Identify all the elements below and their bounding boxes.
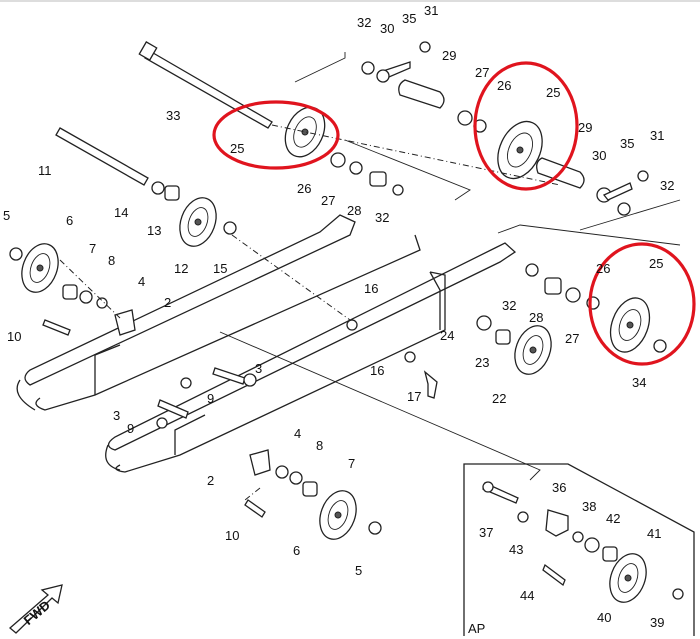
callout: 24 (440, 328, 454, 343)
callout: 14 (114, 205, 128, 220)
callout: 44 (520, 588, 534, 603)
callout: 25 (546, 85, 560, 100)
callout: 31 (424, 3, 438, 18)
callout: 30 (380, 21, 394, 36)
inset-ap (463, 463, 695, 636)
highlight-rings (212, 61, 696, 366)
callout: 10 (7, 329, 21, 344)
callouts: 32 35 31 30 29 33 27 26 25 29 25 11 30 3… (3, 3, 674, 636)
callout: 2 (207, 473, 214, 488)
callout: 10 (225, 528, 239, 543)
callout: 25 (230, 141, 244, 156)
callout: 11 (38, 163, 52, 178)
callout: 38 (582, 499, 596, 514)
callout: 9 (207, 391, 214, 406)
callout: 8 (108, 253, 115, 268)
callout: 32 (502, 298, 516, 313)
callout: 6 (293, 543, 300, 558)
callout: 28 (347, 203, 361, 218)
callout: 23 (475, 355, 489, 370)
slide-rail-right (105, 242, 517, 473)
callout: 32 (660, 178, 674, 193)
callout: 33 (166, 108, 180, 123)
callout: 27 (475, 65, 489, 80)
callout: 5 (3, 208, 10, 223)
callout: 22 (492, 391, 506, 406)
callout: 7 (89, 241, 96, 256)
callout: 37 (479, 525, 493, 540)
callout: 4 (294, 426, 301, 441)
callout: 34 (632, 375, 646, 390)
callout: 28 (529, 310, 543, 325)
callout: 5 (355, 563, 362, 578)
fwd-arrow: FWD (8, 584, 63, 634)
callout: 41 (647, 526, 661, 541)
callout: 35 (402, 11, 416, 26)
callout: 35 (620, 136, 634, 151)
callout: 26 (596, 261, 610, 276)
callout: 32 (375, 210, 389, 225)
callout: 12 (174, 261, 188, 276)
callout: 27 (565, 331, 579, 346)
callout: 7 (348, 456, 355, 471)
callout: 39 (650, 615, 664, 630)
callout: 36 (552, 480, 566, 495)
wheels (21, 106, 651, 603)
frame-outline (219, 52, 681, 481)
callout: 2 (164, 295, 171, 310)
callout: 16 (364, 281, 378, 296)
alignment-lines (59, 124, 561, 501)
callout: 3 (255, 361, 262, 376)
pipe-29a (398, 79, 445, 109)
callout: 3 (113, 408, 120, 423)
callout: 42 (606, 511, 620, 526)
callout: 40 (597, 610, 611, 625)
shaft-11 (55, 127, 149, 186)
callout: 16 (370, 363, 384, 378)
callout: 25 (649, 256, 663, 271)
callout: 26 (297, 181, 311, 196)
callout: 17 (407, 389, 421, 404)
callout: 29 (578, 120, 592, 135)
callout: 9 (127, 421, 134, 436)
callout: 29 (442, 48, 456, 63)
callout: 43 (509, 542, 523, 557)
hardware (9, 41, 667, 535)
callout: 8 (316, 438, 323, 453)
callout: 32 (357, 15, 371, 30)
highlight-ring-3 (588, 242, 696, 366)
callout: 26 (497, 78, 511, 93)
callout: 31 (650, 128, 664, 143)
inset-label: AP (468, 621, 485, 636)
shaft-33 (138, 41, 273, 129)
callout: 6 (66, 213, 73, 228)
callout: 4 (138, 274, 145, 289)
callout: 27 (321, 193, 335, 208)
highlight-ring-2 (473, 61, 579, 191)
highlight-ring-1 (212, 100, 340, 170)
slide-rail-left (16, 214, 421, 411)
callout: 13 (147, 223, 161, 238)
callout: 30 (592, 148, 606, 163)
callout: 15 (213, 261, 227, 276)
